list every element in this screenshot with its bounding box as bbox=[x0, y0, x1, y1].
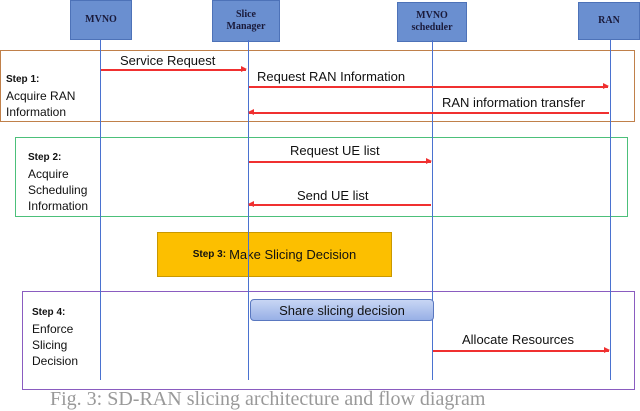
actor-ran: RAN bbox=[578, 2, 640, 40]
msg-request-ue-list: Request UE list bbox=[290, 143, 380, 158]
msg-service-request: Service Request bbox=[120, 53, 216, 68]
msg-text: Share slicing decision bbox=[279, 302, 405, 318]
step-1-box bbox=[0, 50, 635, 122]
arrow-ran-info-transfer bbox=[248, 109, 609, 115]
msg-send-ue-list: Send UE list bbox=[297, 188, 369, 203]
lifeline-mvno bbox=[100, 40, 101, 380]
msg-ran-info-transfer: RAN information transfer bbox=[442, 95, 586, 110]
msg-allocate-resources: Allocate Resources bbox=[462, 332, 574, 347]
arrow-request-ue-list bbox=[249, 158, 432, 164]
step-text: Acquire RAN Information bbox=[6, 89, 76, 119]
actor-label: MVNO scheduler bbox=[411, 10, 453, 33]
lifeline-ran bbox=[610, 40, 611, 380]
step-text: Enforce Slicing Decision bbox=[32, 322, 79, 368]
actor-label: Slice Manager bbox=[226, 9, 266, 32]
step-title: Step 2: bbox=[28, 152, 62, 163]
actor-mvno-scheduler: MVNO scheduler bbox=[397, 2, 467, 42]
step-title: Step 1: bbox=[6, 74, 40, 85]
step-2-label: Step 2: Acquire Scheduling Information bbox=[28, 148, 100, 214]
msg-request-ran-info: Request RAN Information bbox=[257, 69, 406, 84]
step-1-label: Step 1: Acquire RAN Information bbox=[6, 70, 86, 120]
step-text: Acquire Scheduling Information bbox=[28, 167, 89, 213]
actor-label: MVNO bbox=[85, 14, 117, 25]
arrow-allocate-resources bbox=[433, 347, 610, 353]
step-3-box: Step 3:Make Slicing Decision bbox=[157, 232, 392, 277]
actor-label: RAN bbox=[598, 15, 620, 26]
lifeline-mvno-scheduler bbox=[432, 40, 433, 380]
arrow-request-ran-info bbox=[249, 83, 609, 89]
actor-slice-manager: Slice Manager bbox=[212, 0, 280, 42]
step-4-box bbox=[22, 291, 635, 390]
step-4-label: Step 4: Enforce Slicing Decision bbox=[32, 303, 92, 369]
step-2-box bbox=[15, 137, 628, 217]
arrow-service-request bbox=[101, 66, 247, 72]
step-title: Step 4: bbox=[32, 307, 66, 318]
step-3-title: Step 3: bbox=[192, 249, 227, 260]
step-3-label: Make Slicing Decision bbox=[229, 247, 357, 262]
lifeline-slice-manager bbox=[248, 40, 249, 380]
msg-share-slicing-decision: Share slicing decision bbox=[250, 299, 434, 321]
actor-mvno: MVNO bbox=[70, 0, 132, 40]
arrow-send-ue-list bbox=[248, 201, 431, 207]
